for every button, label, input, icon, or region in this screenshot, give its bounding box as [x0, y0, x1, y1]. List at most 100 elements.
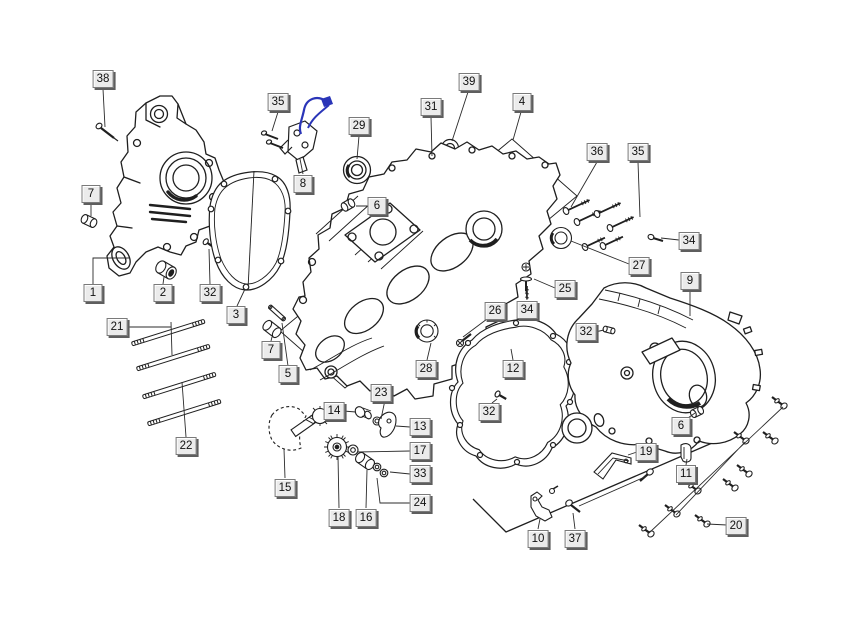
part-callout-27[interactable]: 27	[628, 257, 650, 275]
part-callout-6[interactable]: 6	[671, 417, 691, 435]
inner-cover-gasket-drawing	[207, 170, 292, 291]
part-number: 32	[203, 287, 217, 299]
part-callout-34[interactable]: 34	[516, 301, 538, 319]
part-number: 27	[632, 260, 646, 272]
part-callout-14[interactable]: 14	[323, 402, 345, 420]
part-number: 6	[677, 420, 685, 432]
part-callout-10[interactable]: 10	[527, 530, 549, 548]
part-number: 21	[110, 321, 124, 333]
part-callout-22[interactable]: 22	[175, 437, 197, 455]
part-callout-32[interactable]: 32	[575, 323, 597, 341]
wire-connector	[321, 96, 333, 107]
part-callout-1[interactable]: 1	[83, 284, 103, 302]
part-number: 15	[278, 482, 292, 494]
part-callout-35[interactable]: 35	[267, 93, 289, 111]
part-number: 32	[579, 326, 593, 338]
part-callout-5[interactable]: 5	[278, 365, 298, 383]
part-number: 3	[232, 309, 240, 321]
part-callout-20[interactable]: 20	[725, 517, 747, 535]
part-number: 22	[179, 440, 193, 452]
blue-sensor-wire	[298, 96, 333, 135]
part-number: 2	[159, 287, 167, 299]
part-callout-4[interactable]: 4	[512, 93, 532, 111]
part-callout-19[interactable]: 19	[635, 443, 657, 461]
part-callout-6[interactable]: 6	[367, 197, 387, 215]
part-callout-2[interactable]: 2	[153, 284, 173, 302]
part-number: 35	[631, 146, 645, 158]
part-number: 32	[482, 406, 496, 418]
part-callout-32[interactable]: 32	[478, 403, 500, 421]
part-callout-26[interactable]: 26	[484, 302, 506, 320]
crankcase-bolts-drawing	[562, 198, 634, 251]
transmission-cover-drawing	[472, 282, 764, 533]
part-callout-18[interactable]: 18	[328, 509, 350, 527]
part-number: 6	[373, 200, 381, 212]
part-number: 18	[332, 512, 346, 524]
part-callout-8[interactable]: 8	[293, 175, 313, 193]
part-number: 19	[639, 446, 653, 458]
part-number: 34	[682, 235, 696, 247]
part-number: 35	[271, 96, 285, 108]
part-callout-35[interactable]: 35	[627, 143, 649, 161]
part-number: 24	[413, 497, 427, 509]
part-callout-25[interactable]: 25	[554, 280, 576, 298]
oil-seal-29-drawing	[342, 155, 372, 185]
part-number: 17	[413, 445, 427, 457]
oil-sensor-bracket-drawing	[260, 120, 318, 174]
left-crankcase-half-drawing	[106, 95, 225, 277]
part-number: 38	[96, 73, 110, 85]
part-number: 31	[424, 101, 438, 113]
part-callout-11[interactable]: 11	[676, 465, 696, 483]
part-callout-28[interactable]: 28	[415, 360, 437, 378]
part-callout-34[interactable]: 34	[678, 232, 700, 250]
part-number: 4	[518, 96, 526, 108]
part-callout-39[interactable]: 39	[458, 73, 480, 91]
part-callout-3[interactable]: 3	[226, 306, 246, 324]
part-callout-29[interactable]: 29	[348, 117, 370, 135]
part-number: 13	[413, 421, 427, 433]
part-callout-38[interactable]: 38	[92, 70, 114, 88]
part-number: 37	[568, 533, 582, 545]
part-number: 14	[327, 405, 341, 417]
part-callout-7[interactable]: 7	[81, 185, 101, 203]
part-number: 7	[267, 344, 275, 356]
part-number: 1	[89, 287, 97, 299]
callout-leader-lines	[90, 88, 784, 534]
part-number: 39	[462, 76, 476, 88]
part-callout-36[interactable]: 36	[586, 143, 608, 161]
part-callout-37[interactable]: 37	[564, 530, 586, 548]
part-number: 10	[531, 533, 545, 545]
part-callout-12[interactable]: 12	[502, 360, 524, 378]
part-number: 7	[87, 188, 95, 200]
part-number: 36	[590, 146, 604, 158]
part-callout-15[interactable]: 15	[274, 479, 296, 497]
part-callout-33[interactable]: 33	[409, 465, 431, 483]
part-number: 23	[374, 387, 388, 399]
part-number: 26	[488, 305, 502, 317]
part-callout-13[interactable]: 13	[409, 418, 431, 436]
part-number: 34	[520, 304, 534, 316]
part-number: 12	[506, 363, 520, 375]
part-callout-32[interactable]: 32	[199, 284, 221, 302]
cover-screws-20-drawing	[638, 396, 788, 538]
part-number: 33	[413, 468, 427, 480]
part-callout-31[interactable]: 31	[420, 98, 442, 116]
part-callout-16[interactable]: 16	[355, 509, 377, 527]
cylinder-studs-drawing	[131, 319, 222, 427]
part-number: 11	[680, 468, 692, 480]
part-number: 28	[419, 363, 433, 375]
part-callout-23[interactable]: 23	[370, 384, 392, 402]
part-callout-17[interactable]: 17	[409, 442, 431, 460]
part-number: 29	[352, 120, 366, 132]
part-callout-7[interactable]: 7	[261, 341, 281, 359]
part-number: 5	[284, 368, 292, 380]
cover-gasket-12-drawing	[448, 318, 576, 469]
part-callout-21[interactable]: 21	[106, 318, 128, 336]
part-callout-24[interactable]: 24	[409, 494, 431, 512]
part-number: 9	[686, 275, 694, 287]
part-number: 8	[299, 178, 307, 190]
part-callout-9[interactable]: 9	[680, 272, 700, 290]
